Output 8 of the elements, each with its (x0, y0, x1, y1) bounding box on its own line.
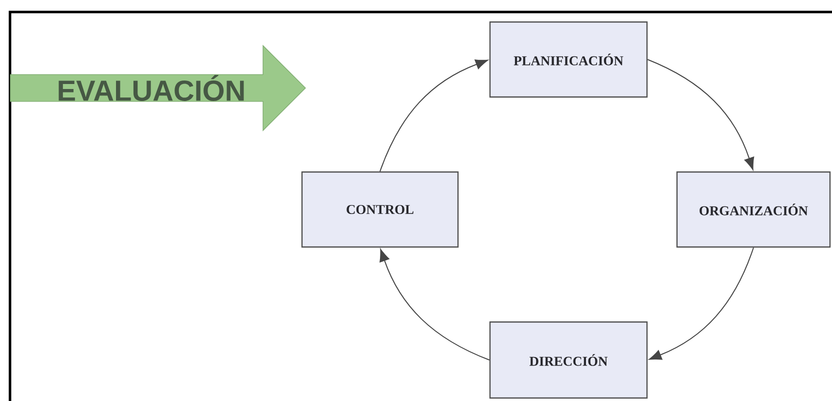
arrow (648, 247, 754, 360)
process-box: CONTROL (301, 171, 459, 248)
arrow (380, 248, 490, 360)
process-box: DIRECCIÓN (489, 321, 648, 399)
process-box: ORGANIZACIÓN (676, 171, 831, 248)
arrow (380, 59, 488, 172)
process-box: PLANIFICACIÓN (489, 21, 648, 98)
arrow (647, 59, 754, 170)
